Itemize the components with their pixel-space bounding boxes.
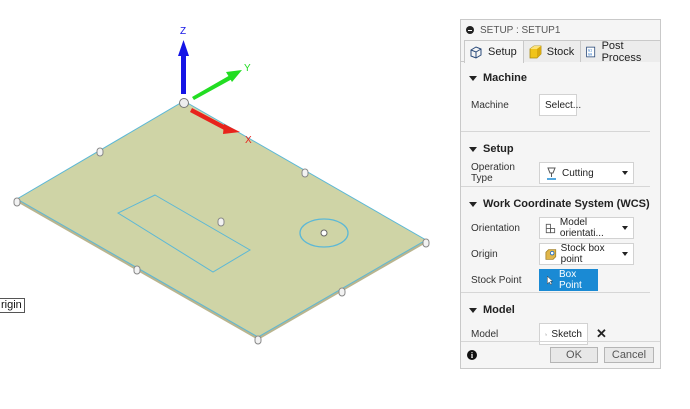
tab-bar: Setup Stock G1 G0 Post Process <box>461 39 661 64</box>
expand-triangle-icon <box>469 75 477 81</box>
expand-triangle-icon <box>469 201 477 207</box>
model-row: Model Sketch ✕ <box>469 321 650 347</box>
expand-triangle-icon <box>469 307 477 313</box>
operation-type-label: Operation Type <box>471 162 515 184</box>
stock-box-icon <box>529 45 542 58</box>
tab-label: Post Process <box>601 39 642 64</box>
cursor-arrow-icon <box>545 332 548 336</box>
info-icon[interactable]: i <box>467 350 477 360</box>
y-axis-label: Y <box>244 63 251 74</box>
chevron-down-icon <box>622 252 628 256</box>
operation-type-dropdown[interactable]: Cutting <box>539 162 634 184</box>
box-point-handle[interactable] <box>13 197 21 207</box>
origin-row: Origin Stock box point <box>469 241 650 267</box>
tab-stock[interactable]: Stock <box>522 40 582 62</box>
section-title: Work Coordinate System (WCS) <box>483 198 650 210</box>
z-axis-label: Z <box>180 26 186 37</box>
cutting-icon <box>547 167 556 180</box>
operation-type-row: Operation Type Cutting <box>469 160 650 186</box>
expand-triangle-icon <box>469 146 477 152</box>
wcs-triad[interactable]: Z Y X <box>178 26 252 146</box>
footer-divider <box>461 341 660 342</box>
chevron-down-icon <box>622 171 628 175</box>
box-point-handle[interactable] <box>133 265 141 275</box>
section-machine-header[interactable]: Machine <box>469 67 650 89</box>
tab-post-process[interactable]: G1 G0 Post Process <box>580 39 661 64</box>
dialog-title: SETUP : SETUP1 <box>480 24 561 36</box>
collapse-icon[interactable] <box>466 26 474 34</box>
3d-viewport[interactable]: Z Y X rigin <box>0 0 455 409</box>
dialog-header: SETUP : SETUP1 <box>461 20 660 40</box>
machine-select-button[interactable]: Select... <box>539 94 581 116</box>
svg-text:G0: G0 <box>588 53 592 57</box>
x-axis-label: X <box>245 135 252 146</box>
svg-text:G1: G1 <box>588 49 592 53</box>
post-process-icon: G1 G0 <box>586 46 596 57</box>
tab-label: Stock <box>546 45 575 58</box>
cancel-button[interactable]: Cancel <box>604 347 654 363</box>
stock-point-value: Box Point <box>559 269 582 291</box>
sketch-circle[interactable] <box>299 218 349 248</box>
section-machine: Machine Machine Select... <box>461 62 650 132</box>
cursor-arrow-icon <box>547 275 554 285</box>
origin-tooltip: rigin <box>0 298 25 313</box>
machine-label: Machine <box>471 99 509 111</box>
model-orientation-icon <box>545 223 556 233</box>
tab-setup[interactable]: Setup <box>464 40 524 63</box>
orientation-label: Orientation <box>471 222 520 234</box>
section-setup: Setup Operation Type Cutting <box>461 132 650 187</box>
section-setup-header[interactable]: Setup <box>469 138 650 160</box>
box-point-handle[interactable] <box>217 217 225 227</box>
operation-type-value: Cutting <box>562 167 594 179</box>
ok-button[interactable]: OK <box>550 347 598 363</box>
origin-point[interactable] <box>179 98 189 108</box>
setup-dialog: SETUP : SETUP1 Setup Stock G1 G0 <box>460 19 661 369</box>
model-value: Sketch <box>551 328 582 340</box>
setup-cube-icon <box>470 46 482 59</box>
dialog-footer: i OK Cancel <box>461 342 660 368</box>
orientation-row: Orientation Model orientati... <box>469 215 650 241</box>
model-canvas[interactable]: Z Y X <box>0 0 455 409</box>
stock-point-label: Stock Point <box>471 274 522 286</box>
origin-value: Stock box point <box>560 243 605 265</box>
stock-point-selector[interactable]: Box Point <box>539 269 598 291</box>
section-wcs: Work Coordinate System (WCS) Orientation… <box>461 187 650 293</box>
box-point-handle[interactable] <box>422 238 430 248</box>
box-point-handle[interactable] <box>338 287 346 297</box>
z-axis-arrow[interactable] <box>181 54 186 94</box>
box-point-handle[interactable] <box>254 335 262 345</box>
tab-label: Setup <box>488 46 517 58</box>
origin-label: Origin <box>471 248 498 260</box>
y-axis-arrow[interactable] <box>192 74 234 100</box>
section-model-header[interactable]: Model <box>469 299 650 321</box>
machine-select-value: Select... <box>545 99 582 111</box>
x-axis-arrow[interactable] <box>190 108 228 131</box>
section-title: Model <box>483 304 515 316</box>
stock-point-row: Stock Point Box Point <box>469 267 650 293</box>
machine-row: Machine Select... <box>469 92 650 118</box>
sketch-rectangle[interactable] <box>116 194 251 273</box>
circle-center-point[interactable] <box>320 229 328 237</box>
box-point-handle[interactable] <box>301 168 309 178</box>
section-wcs-header[interactable]: Work Coordinate System (WCS) <box>469 193 650 215</box>
section-model: Model Model Sketch ✕ <box>461 293 650 345</box>
orientation-dropdown[interactable]: Model orientati... <box>539 217 634 239</box>
model-selector[interactable]: Sketch <box>539 323 588 345</box>
stock-box-point-icon <box>545 248 557 260</box>
orientation-value: Model orientati... <box>559 217 604 239</box>
origin-dropdown[interactable]: Stock box point <box>539 243 634 265</box>
box-point-handle[interactable] <box>96 147 104 157</box>
section-title: Setup <box>483 143 514 155</box>
section-title: Machine <box>483 72 528 84</box>
model-label: Model <box>471 328 499 340</box>
chevron-down-icon <box>622 226 628 230</box>
clear-selection-icon[interactable]: ✕ <box>596 326 607 341</box>
box-point-handles[interactable] <box>13 147 430 345</box>
